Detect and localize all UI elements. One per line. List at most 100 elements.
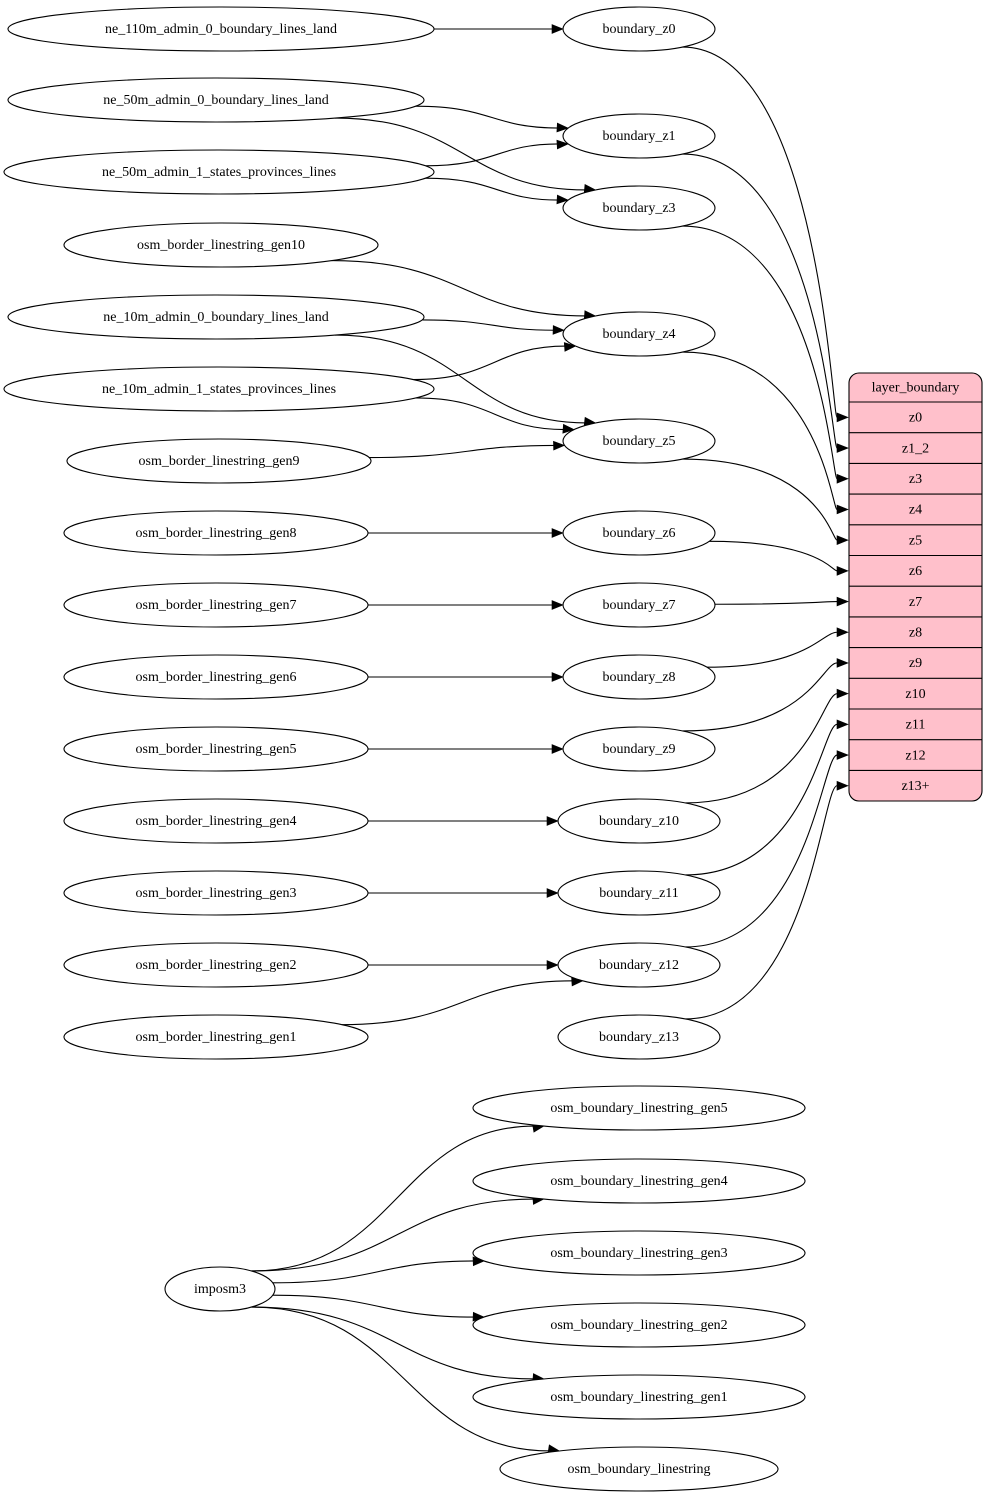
edge-line bbox=[272, 1260, 476, 1284]
node-boundary_z11[interactable]: boundary_z11 bbox=[557, 870, 721, 916]
edge-ne_10m_admin_0_boundary_lines_land-to-boundary_z4 bbox=[422, 319, 565, 335]
edge-line bbox=[685, 785, 838, 1020]
edge-arrowhead bbox=[556, 194, 569, 205]
node-shape bbox=[3, 149, 435, 195]
edge-arrowhead bbox=[551, 744, 564, 754]
node-shape bbox=[562, 582, 716, 628]
node-shape bbox=[63, 654, 369, 700]
edge-boundary_z3-to-z3 bbox=[682, 225, 849, 484]
edge-line bbox=[714, 601, 838, 605]
edge-arrowhead bbox=[551, 528, 564, 538]
edge-line bbox=[369, 444, 556, 459]
node-osm_border_linestring_gen4[interactable]: osm_border_linestring_gen4 bbox=[63, 798, 369, 844]
edge-ne_50m_admin_1_states_provinces_lines-to-boundary_z3 bbox=[425, 177, 569, 205]
edge-boundary_z12-to-z12 bbox=[685, 750, 849, 948]
node-osm_boundary_linestring_gen3[interactable]: osm_boundary_linestring_gen3 bbox=[472, 1230, 806, 1276]
edge-osm_border_linestring_gen7-to-boundary_z7 bbox=[368, 600, 564, 610]
node-osm_boundary_linestring_gen4[interactable]: osm_boundary_linestring_gen4 bbox=[472, 1158, 806, 1204]
node-osm_border_linestring_gen1[interactable]: osm_border_linestring_gen1 bbox=[63, 1014, 369, 1060]
edge-arrowhead bbox=[836, 780, 849, 791]
edge-osm_border_linestring_gen8-to-boundary_z6 bbox=[368, 528, 564, 538]
edge-arrowhead bbox=[556, 139, 569, 150]
node-boundary_z8[interactable]: boundary_z8 bbox=[562, 654, 716, 700]
node-shape bbox=[557, 870, 721, 916]
node-shape bbox=[7, 294, 425, 340]
node-osm_boundary_linestring_gen5[interactable]: osm_boundary_linestring_gen5 bbox=[472, 1085, 806, 1131]
edge-line bbox=[682, 662, 838, 732]
node-shape bbox=[557, 1014, 721, 1060]
node-shape bbox=[63, 942, 369, 988]
node-shape bbox=[562, 726, 716, 772]
edge-osm_border_linestring_gen1-to-boundary_z12 bbox=[341, 976, 584, 1026]
node-boundary_z5[interactable]: boundary_z5 bbox=[562, 418, 716, 464]
node-osm_border_linestring_gen6[interactable]: osm_border_linestring_gen6 bbox=[63, 654, 369, 700]
edge-imposm3-to-osm_boundary_linestring_gen2 bbox=[272, 1294, 485, 1322]
layer-boundary-table[interactable]: layer_boundaryz0z1_2z3z4z5z6z7z8z9z10z11… bbox=[848, 372, 983, 802]
edge-line bbox=[415, 105, 560, 129]
edge-osm_border_linestring_gen5-to-boundary_z9 bbox=[367, 744, 564, 754]
node-shape bbox=[499, 1446, 779, 1492]
edge-line bbox=[682, 153, 838, 449]
edge-line bbox=[682, 225, 838, 480]
node-osm_border_linestring_gen5[interactable]: osm_border_linestring_gen5 bbox=[63, 726, 369, 772]
edge-osm_border_linestring_gen9-to-boundary_z5 bbox=[369, 440, 566, 459]
node-osm_border_linestring_gen7[interactable]: osm_border_linestring_gen7 bbox=[63, 582, 369, 628]
node-shape bbox=[63, 222, 379, 268]
node-osm_border_linestring_gen8[interactable]: osm_border_linestring_gen8 bbox=[63, 510, 369, 556]
node-shape bbox=[63, 510, 369, 556]
node-shape bbox=[63, 582, 369, 628]
node-imposm3[interactable]: imposm3 bbox=[164, 1266, 276, 1312]
node-ne_50m_admin_1_states_provinces_lines[interactable]: ne_50m_admin_1_states_provinces_lines bbox=[3, 149, 435, 195]
node-shape bbox=[472, 1230, 806, 1276]
edge-line bbox=[272, 1294, 476, 1318]
node-shape bbox=[562, 510, 716, 556]
node-boundary_z13[interactable]: boundary_z13 bbox=[557, 1014, 721, 1060]
node-boundary_z3[interactable]: boundary_z3 bbox=[562, 185, 716, 231]
edge-ne_10m_admin_1_states_provinces_lines-to-boundary_z4 bbox=[413, 342, 577, 381]
edge-arrowhead bbox=[551, 672, 564, 682]
edge-line bbox=[331, 260, 587, 317]
node-boundary_z7[interactable]: boundary_z7 bbox=[562, 582, 716, 628]
node-shape bbox=[562, 654, 716, 700]
node-boundary_z9[interactable]: boundary_z9 bbox=[562, 726, 716, 772]
node-boundary_z12[interactable]: boundary_z12 bbox=[557, 942, 721, 988]
node-boundary_z4[interactable]: boundary_z4 bbox=[562, 311, 716, 357]
edge-line bbox=[341, 980, 574, 1026]
node-boundary_z10[interactable]: boundary_z10 bbox=[557, 798, 721, 844]
edge-boundary_z0-to-z0 bbox=[682, 46, 849, 423]
edge-boundary_z1-to-z1_2 bbox=[682, 153, 849, 453]
edge-line bbox=[422, 319, 556, 331]
node-boundary_z6[interactable]: boundary_z6 bbox=[562, 510, 716, 556]
edge-line bbox=[413, 345, 567, 381]
node-ne_110m_admin_0_boundary_lines_land[interactable]: ne_110m_admin_0_boundary_lines_land bbox=[7, 6, 435, 52]
node-osm_border_linestring_gen2[interactable]: osm_border_linestring_gen2 bbox=[63, 942, 369, 988]
node-osm_boundary_linestring[interactable]: osm_boundary_linestring bbox=[499, 1446, 779, 1492]
edge-boundary_z11-to-z11 bbox=[685, 719, 849, 876]
node-ne_50m_admin_0_boundary_lines_land[interactable]: ne_50m_admin_0_boundary_lines_land bbox=[7, 77, 425, 123]
node-shape bbox=[63, 1014, 369, 1060]
edge-line bbox=[251, 1306, 535, 1380]
node-boundary_z1[interactable]: boundary_z1 bbox=[562, 113, 716, 159]
node-osm_border_linestring_gen3[interactable]: osm_border_linestring_gen3 bbox=[63, 870, 369, 916]
node-osm_boundary_linestring_gen1[interactable]: osm_boundary_linestring_gen1 bbox=[472, 1374, 806, 1420]
node-ne_10m_admin_0_boundary_lines_land[interactable]: ne_10m_admin_0_boundary_lines_land bbox=[7, 294, 425, 340]
node-osm_border_linestring_gen9[interactable]: osm_border_linestring_gen9 bbox=[66, 438, 372, 484]
edge-osm_border_linestring_gen3-to-boundary_z11 bbox=[367, 888, 559, 898]
node-osm_border_linestring_gen10[interactable]: osm_border_linestring_gen10 bbox=[63, 222, 379, 268]
node-shape bbox=[562, 311, 716, 357]
node-ne_10m_admin_1_states_provinces_lines[interactable]: ne_10m_admin_1_states_provinces_lines bbox=[3, 366, 435, 412]
table-background bbox=[848, 372, 983, 802]
node-shape bbox=[472, 1158, 806, 1204]
edge-arrowhead bbox=[836, 658, 849, 668]
edge-line bbox=[425, 143, 560, 167]
node-osm_boundary_linestring_gen2[interactable]: osm_boundary_linestring_gen2 bbox=[472, 1302, 806, 1348]
edge-osm_border_linestring_gen2-to-boundary_z12 bbox=[368, 960, 559, 970]
edge-boundary_z7-to-z7 bbox=[714, 596, 849, 607]
edges-layer bbox=[251, 24, 849, 1454]
node-boundary_z0[interactable]: boundary_z0 bbox=[562, 6, 716, 52]
node-shape bbox=[63, 798, 369, 844]
edge-line bbox=[682, 46, 838, 418]
edge-arrowhead bbox=[546, 888, 559, 898]
edge-osm_border_linestring_gen4-to-boundary_z10 bbox=[368, 816, 559, 826]
